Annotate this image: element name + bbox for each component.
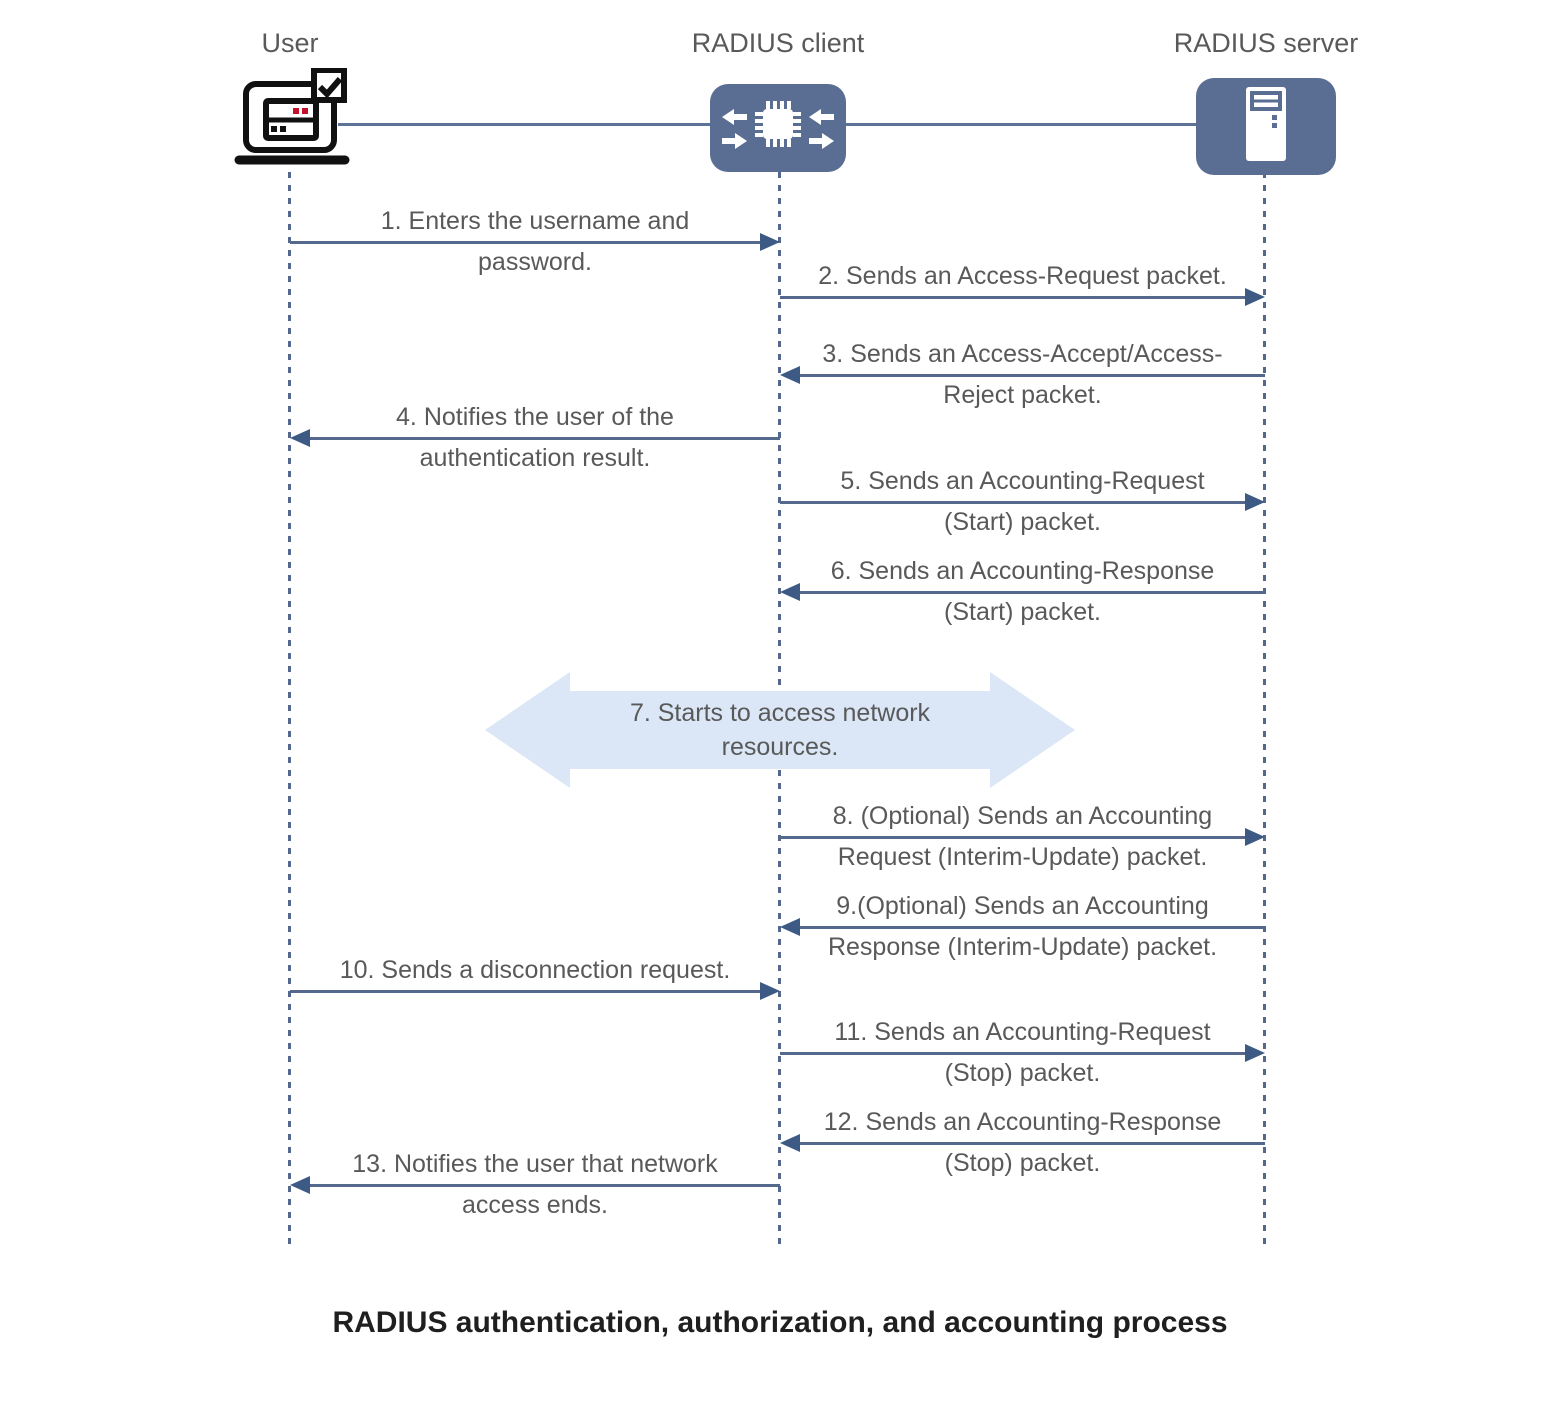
message-12-text-line1: 12. Sends an Accounting-Response (823, 1108, 1222, 1136)
message-7-text-line2: resources. (721, 733, 839, 761)
message-6-text-line2: (Start) packet. (944, 598, 1101, 626)
arrow-right-icon (780, 1044, 1265, 1062)
message-9-text-line2: Response (Interim-Update) packet. (827, 933, 1218, 961)
message-9: 9.(Optional) Sends an Accounting Respons… (780, 890, 1265, 964)
message-6: 6. Sends an Accounting-Response (Start) … (780, 555, 1265, 629)
message-2: 2. Sends an Access-Request packet. (780, 260, 1265, 334)
arrow-left-icon (290, 429, 780, 447)
actor-label-user: User (261, 28, 319, 58)
message-8: 8. (Optional) Sends an Accounting Reques… (780, 800, 1265, 874)
double-arrow-icon (485, 672, 1075, 788)
message-11: 11. Sends an Accounting-Request (Stop) p… (780, 1016, 1265, 1090)
message-11-text-line2: (Stop) packet. (944, 1059, 1101, 1087)
arrow-right-icon (780, 493, 1265, 511)
message-3-text-line1: 3. Sends an Access-Accept/Access- (822, 340, 1223, 368)
diagram-caption: RADIUS authentication, authorization, an… (332, 1306, 1228, 1339)
message-10-text-line2 (290, 995, 780, 1028)
message-3: 3. Sends an Access-Accept/Access- Reject… (780, 338, 1265, 412)
message-4-text-line2: authentication result. (419, 444, 651, 472)
laptop-check-icon (234, 67, 350, 177)
arrow-left-icon (290, 1176, 780, 1194)
arrow-right-icon (290, 982, 780, 1000)
message-4-text-line1: 4. Notifies the user of the (396, 403, 674, 431)
message-3-text-line2: Reject packet. (943, 381, 1102, 409)
message-5-text-line2: (Start) packet. (944, 508, 1101, 536)
message-1-text-line1: 1. Enters the username and (380, 207, 690, 235)
arrow-right-icon (290, 233, 780, 251)
message-8-text-line1: 8. (Optional) Sends an Accounting (832, 802, 1213, 830)
message-2-text-line1: 2. Sends an Access-Request packet. (818, 262, 1227, 290)
message-6-text-line1: 6. Sends an Accounting-Response (830, 557, 1215, 585)
arrow-right-icon (780, 288, 1265, 306)
arrow-right-icon (780, 828, 1265, 846)
message-5: 5. Sends an Accounting-Request (Start) p… (780, 465, 1265, 539)
message-12: 12. Sends an Accounting-Response (Stop) … (780, 1106, 1265, 1180)
message-7-text: 7. Starts to access network resources. (485, 696, 1075, 764)
lifeline-radius-server (1263, 172, 1266, 1244)
arrow-left-icon (780, 366, 1265, 384)
message-4: 4. Notifies the user of the authenticati… (290, 401, 780, 475)
actor-label-radius-client: RADIUS client (691, 28, 865, 58)
actor-label-radius-server: RADIUS server (1173, 28, 1359, 58)
message-11-text-line1: 11. Sends an Accounting-Request (834, 1018, 1211, 1046)
message-7-text-line1: 7. Starts to access network (629, 699, 931, 727)
message-13: 13. Notifies the user that network acces… (290, 1148, 780, 1222)
message-13-text-line2: access ends. (462, 1191, 608, 1219)
arrow-left-icon (780, 918, 1265, 936)
message-1: 1. Enters the username and password. (290, 205, 780, 279)
message-12-text-line2: (Stop) packet. (944, 1149, 1101, 1177)
message-5-text-line1: 5. Sends an Accounting-Request (840, 467, 1205, 495)
arrow-left-icon (780, 1134, 1265, 1152)
message-8-text-line2: Request (Interim-Update) packet. (837, 843, 1208, 871)
message-13-text-line1: 13. Notifies the user that network (352, 1150, 718, 1178)
message-9-text-line1: 9.(Optional) Sends an Accounting (836, 892, 1209, 920)
lifeline-user (288, 172, 291, 1244)
server-icon (1196, 78, 1336, 181)
message-7-highlight: 7. Starts to access network resources. (485, 672, 1075, 788)
arrow-left-icon (780, 583, 1265, 601)
message-1-text-line2: password. (478, 248, 592, 276)
message-2-text-line2 (780, 301, 1265, 334)
message-10: 10. Sends a disconnection request. (290, 954, 780, 1028)
network-device-icon (710, 84, 846, 178)
message-10-text-line1: 10. Sends a disconnection request. (339, 956, 731, 984)
